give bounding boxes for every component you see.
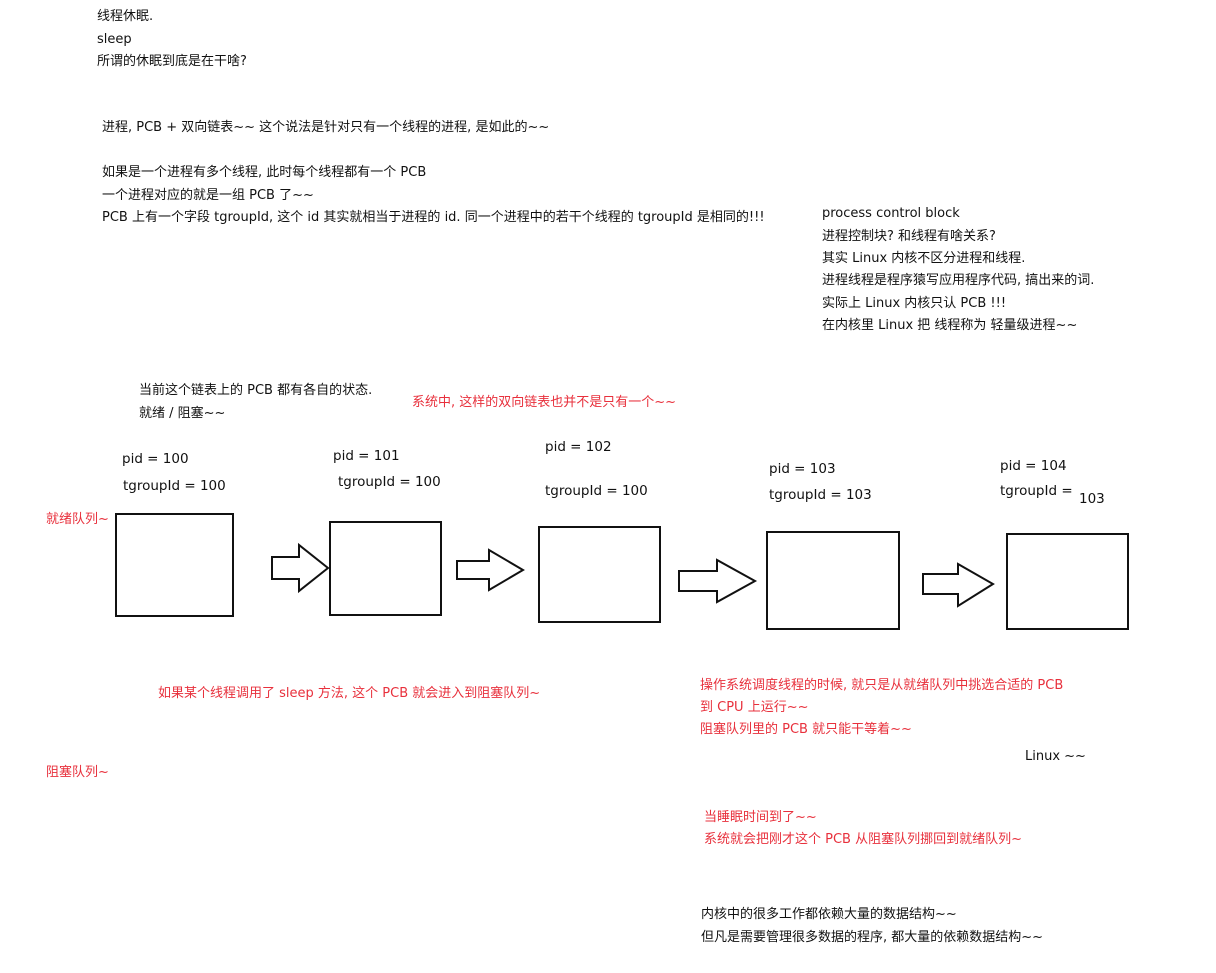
pcb-note-2: 进程控制块? 和线程有啥关系?: [822, 229, 996, 244]
pcb-box-102: [538, 526, 661, 623]
intro-line-3: 所谓的休眠到底是在干啥?: [97, 54, 247, 69]
right-arrow-icon: [922, 562, 995, 608]
state-note-2: 就绪 / 阻塞~~: [139, 406, 226, 421]
pcb-note-6: 在内核里 Linux 把 线程称为 轻量级进程~~: [822, 318, 1078, 333]
schedule-note-3: 阻塞队列里的 PCB 就只能干等着~~: [700, 722, 912, 737]
node-5-tgroup-value: 103: [1079, 491, 1105, 507]
node-4-pid: pid = 103: [769, 461, 836, 477]
blocked-queue-label: 阻塞队列~: [46, 765, 109, 780]
sleep-note: 如果某个线程调用了 sleep 方法, 这个 PCB 就会进入到阻塞队列~: [158, 686, 541, 701]
wake-note-2: 系统就会把刚才这个 PCB 从阻塞队列挪回到就绪队列~: [704, 832, 1022, 847]
pcb-box-101: [329, 521, 442, 616]
state-note-1: 当前这个链表上的 PCB 都有各自的状态.: [139, 383, 373, 398]
schedule-note-1: 操作系统调度线程的时候, 就只是从就绪队列中挑选合适的 PCB: [700, 678, 1064, 693]
pcb-note-5: 实际上 Linux 内核只认 PCB !!!: [822, 296, 1007, 311]
node-5-tgroup: tgroupId =: [1000, 483, 1073, 499]
multi-thread-note-3: PCB 上有一个字段 tgroupId, 这个 id 其实就相当于进程的 id.…: [102, 210, 765, 225]
linux-note: Linux ~~: [1025, 749, 1086, 764]
schedule-note-2: 到 CPU 上运行~~: [700, 700, 809, 715]
node-5-pid: pid = 104: [1000, 458, 1067, 474]
node-2-pid: pid = 101: [333, 448, 400, 464]
node-4-tgroup: tgroupId = 103: [769, 487, 872, 503]
multi-thread-note-2: 一个进程对应的就是一组 PCB 了~~: [102, 188, 314, 203]
pcb-note-1: process control block: [822, 206, 960, 221]
kernel-note-2: 但凡是需要管理很多数据的程序, 都大量的依赖数据结构~~: [701, 930, 1044, 945]
right-arrow-icon: [678, 558, 758, 604]
pcb-note-3: 其实 Linux 内核不区分进程和线程.: [822, 251, 1026, 266]
process-note: 进程, PCB + 双向链表~~ 这个说法是针对只有一个线程的进程, 是如此的~…: [102, 120, 550, 135]
right-arrow-icon: [456, 548, 525, 592]
pcb-box-103: [766, 531, 900, 630]
node-1-tgroup: tgroupId = 100: [123, 478, 226, 494]
node-1-pid: pid = 100: [122, 451, 189, 467]
multi-thread-note-1: 如果是一个进程有多个线程, 此时每个线程都有一个 PCB: [102, 165, 427, 180]
wake-note-1: 当睡眠时间到了~~: [704, 810, 817, 825]
right-arrow-icon: [271, 542, 330, 594]
node-3-pid: pid = 102: [545, 439, 612, 455]
intro-line-1: 线程休眠.: [97, 9, 154, 24]
list-note: 系统中, 这样的双向链表也并不是只有一个~~: [412, 395, 677, 410]
pcb-box-104: [1006, 533, 1129, 630]
intro-line-2: sleep: [97, 32, 132, 47]
pcb-note-4: 进程线程是程序猿写应用程序代码, 搞出来的词.: [822, 273, 1095, 288]
node-2-tgroup: tgroupId = 100: [338, 474, 441, 490]
ready-queue-label: 就绪队列~: [46, 512, 109, 527]
pcb-box-100: [115, 513, 234, 617]
node-3-tgroup: tgroupId = 100: [545, 483, 648, 499]
kernel-note-1: 内核中的很多工作都依赖大量的数据结构~~: [701, 907, 957, 922]
